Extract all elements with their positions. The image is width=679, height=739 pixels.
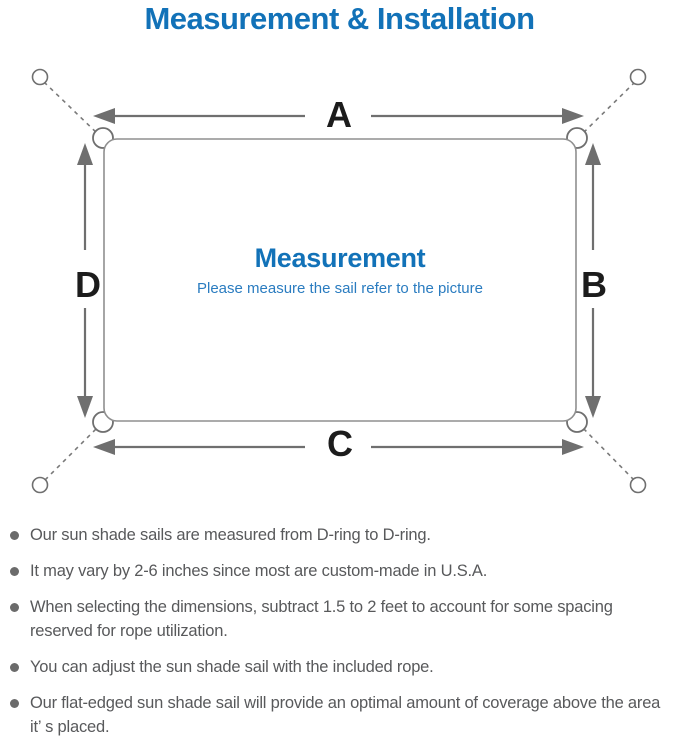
- rope-line-bottom-right: [578, 423, 635, 481]
- dim-a-arrowhead-left: [93, 108, 115, 124]
- sail-outline: [103, 138, 577, 422]
- note-text: It may vary by 2-6 inches since most are…: [30, 562, 488, 580]
- dim-b-arrowhead-up: [585, 143, 601, 165]
- bullet-dot-icon: [10, 531, 19, 540]
- dim-b-arrowhead-down: [585, 396, 601, 418]
- rope-line-top-right: [578, 81, 636, 138]
- note-item: You can adjust the sun shade sail with t…: [6, 655, 674, 679]
- anchor-circle-bottom-right: [629, 476, 647, 494]
- anchor-circle-top-right: [629, 68, 647, 86]
- measurement-subtitle: Please measure the sail refer to the pic…: [197, 280, 483, 297]
- bullet-dot-icon: [10, 603, 19, 612]
- page-title: Measurement & Installation: [144, 1, 535, 36]
- dim-c-arrowhead-left: [93, 439, 115, 455]
- dim-c-arrowhead-right: [562, 439, 584, 455]
- dim-d-arrowhead-down: [77, 396, 93, 418]
- notes-list: Our sun shade sails are measured from D-…: [6, 523, 674, 739]
- sail-measurement-diagram: A C D B: [31, 68, 647, 494]
- note-item: When selecting the dimensions, subtract …: [6, 595, 674, 643]
- dim-a-arrowhead-right: [562, 108, 584, 124]
- dim-d-arrowhead-up: [77, 143, 93, 165]
- note-item: Our sun shade sails are measured from D-…: [6, 523, 674, 547]
- dim-label-a: A: [326, 94, 352, 135]
- sail-center-text: Measurement Please measure the sail refe…: [104, 243, 576, 297]
- note-text: When selecting the dimensions, subtract …: [30, 598, 613, 640]
- bullet-dot-icon: [10, 663, 19, 672]
- dim-label-d: D: [75, 264, 101, 305]
- note-item: It may vary by 2-6 inches since most are…: [6, 559, 674, 583]
- bullet-dot-icon: [10, 699, 19, 708]
- note-item: Our flat-edged sun shade sail will provi…: [6, 691, 674, 739]
- rope-line-bottom-left: [44, 423, 102, 481]
- anchor-circle-bottom-left: [31, 476, 49, 494]
- note-text: Our flat-edged sun shade sail will provi…: [30, 694, 661, 736]
- rope-line-top-left: [43, 81, 102, 138]
- dim-label-b: B: [581, 264, 607, 305]
- note-text: You can adjust the sun shade sail with t…: [30, 658, 434, 676]
- anchor-circle-top-left: [31, 68, 49, 86]
- bullet-dot-icon: [10, 567, 19, 576]
- note-text: Our sun shade sails are measured from D-…: [30, 526, 431, 544]
- measurement-heading: Measurement: [254, 243, 426, 273]
- dim-label-c: C: [327, 423, 353, 464]
